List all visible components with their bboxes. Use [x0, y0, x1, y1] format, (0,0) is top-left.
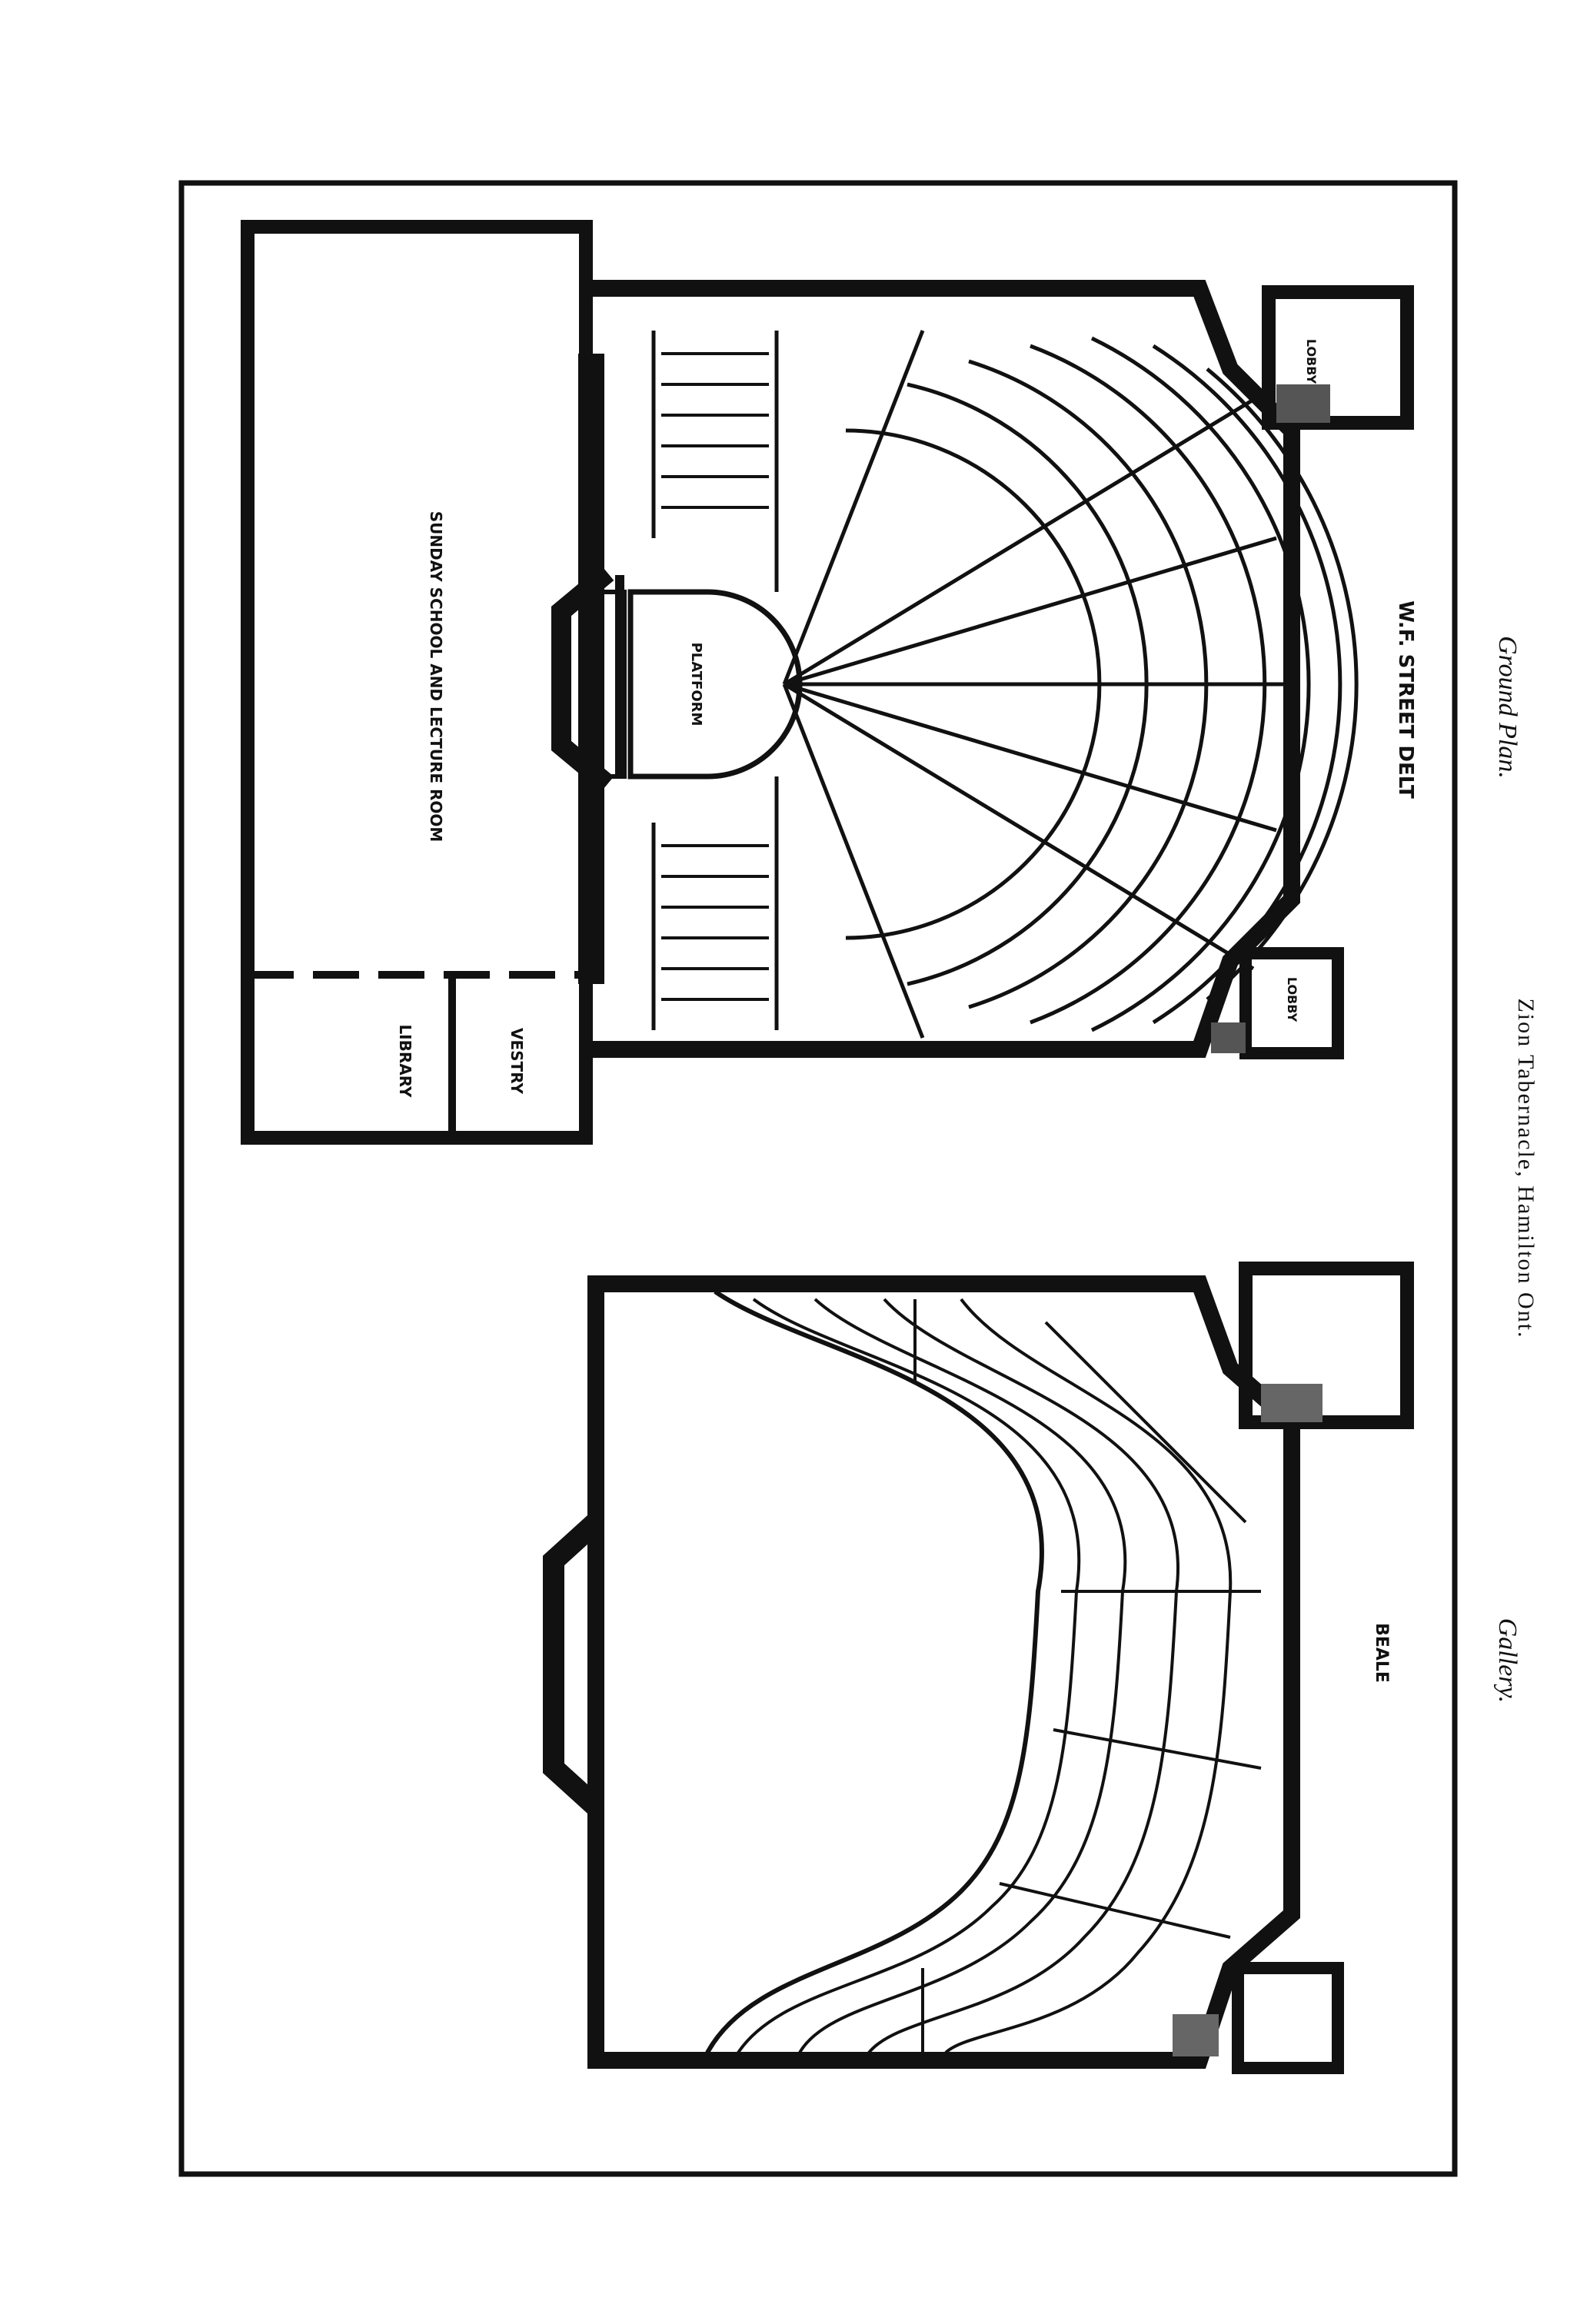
gallery-title: Gallery.	[1493, 1618, 1522, 1703]
school-room-label: SUNDAY SCHOOL AND LECTURE ROOM	[427, 511, 445, 843]
gallery-signature: BEALE	[1372, 1623, 1391, 1683]
ground-signature: W.F. STREET DELT	[1394, 600, 1417, 799]
ground-plan: SUNDAY SCHOOL AND LECTURE ROOM LIBRARY V…	[241, 220, 1522, 1145]
ground-pews	[651, 330, 1359, 1039]
organ-label: ORGAN	[588, 657, 604, 713]
gallery-stair-top	[1261, 1384, 1322, 1422]
stair-bottom	[1211, 1022, 1246, 1053]
lobby-bottom-label: LOBBY	[1285, 977, 1299, 1022]
gallery-plan: BEALE Gallery.	[543, 1262, 1522, 2074]
organ-outline	[600, 590, 627, 779]
ground-plan-title: Ground Plan.	[1493, 636, 1522, 779]
lobby-top-box	[1262, 285, 1414, 430]
caption: Zion Tabernacle, Hamilton Ont.	[1513, 998, 1539, 1338]
gallery-stair-box-top	[1239, 1262, 1414, 1429]
gallery-walls	[543, 1275, 1300, 2069]
ground-pew-rows-left	[661, 352, 769, 1001]
vestry-label: VESTRY	[507, 1028, 526, 1094]
library-label: LIBRARY	[396, 1024, 414, 1098]
gallery-stair-bottom	[1173, 2014, 1219, 2056]
gallery-stair-box-bottom	[1232, 1962, 1344, 2074]
gallery-front	[705, 1289, 1044, 2054]
platform-label: PLATFORM	[688, 643, 704, 726]
lobby-top-label: LOBBY	[1304, 339, 1319, 384]
gallery-pews	[737, 1298, 1262, 2054]
outer-border	[178, 180, 1458, 2177]
stair-top	[1276, 384, 1330, 423]
lobby-bottom-box	[1239, 947, 1344, 1059]
